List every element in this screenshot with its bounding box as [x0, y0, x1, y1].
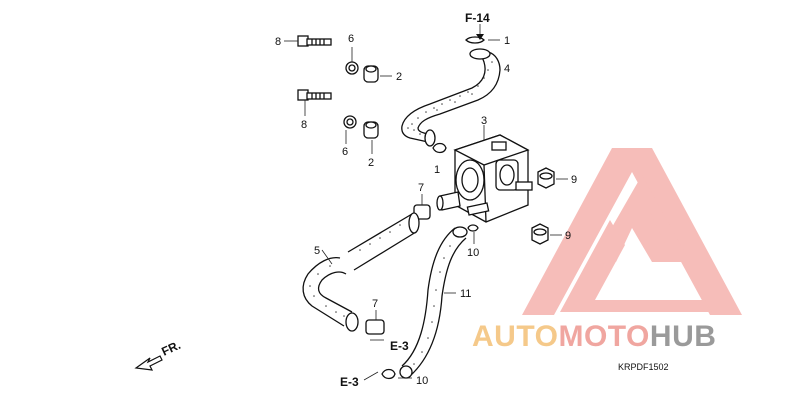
rubber-2-mid: [363, 121, 379, 154]
callout-1-top: 1: [504, 35, 510, 47]
diagram-code: KRPDF1502: [618, 362, 669, 372]
rubber-2-top: [363, 65, 392, 83]
callout-9-mid: 9: [565, 230, 571, 242]
fuel-hose-5: [302, 212, 420, 332]
callout-9-top: 9: [571, 174, 577, 186]
collar-6-mid: [343, 115, 357, 144]
callout-7-top: 7: [418, 182, 424, 194]
watermark-hub: HUB: [650, 320, 717, 353]
callout-8-mid: 8: [301, 119, 307, 131]
front-arrow-label: FR.: [159, 338, 182, 359]
callout-4: 4: [504, 63, 510, 75]
callout-10-bottom: 10: [416, 375, 428, 387]
front-arrow: FR.: [134, 338, 183, 371]
watermark-text: AUTOMOTOHUB: [472, 320, 716, 353]
callout-5: 5: [314, 245, 320, 257]
callout-8-top: 8: [275, 36, 281, 48]
watermark-moto: MOTO: [558, 320, 649, 353]
watermark-logo: [522, 148, 742, 315]
bolt-8-top: [284, 35, 332, 47]
ref-e3-top: E-3: [390, 339, 409, 353]
nut-9-mid: [531, 223, 562, 245]
e3-bottom-arrow: [363, 371, 379, 381]
hose-clip-mid: [432, 142, 447, 154]
clip-10-bottom: [381, 368, 412, 380]
fuel-pump: [436, 125, 533, 223]
watermark-auto: AUTO: [472, 320, 558, 353]
callout-7-bottom: 7: [372, 298, 378, 310]
callout-6-mid: 6: [342, 146, 348, 158]
nut-9-top: [537, 167, 568, 189]
ref-f14: F-14: [465, 11, 490, 25]
collar-6-top: [345, 47, 359, 75]
bolt-8-mid: [297, 89, 332, 116]
f14-arrow: [476, 24, 484, 40]
clamp-7-bottom: [365, 310, 385, 335]
callout-11: 11: [460, 288, 471, 300]
clip-10-mid: [467, 224, 479, 244]
callout-2-mid: 2: [368, 157, 374, 169]
callout-2-top: 2: [396, 71, 402, 83]
callout-10-mid: 10: [467, 247, 479, 259]
callout-3: 3: [481, 115, 487, 127]
callout-1-mid: 1: [434, 164, 440, 176]
ref-e3-bottom: E-3: [340, 375, 359, 389]
callout-6-top: 6: [348, 33, 354, 45]
fuel-hose-11: [399, 226, 468, 379]
hose-clip-top: [465, 36, 500, 44]
fuel-hose-upper: [401, 48, 501, 147]
